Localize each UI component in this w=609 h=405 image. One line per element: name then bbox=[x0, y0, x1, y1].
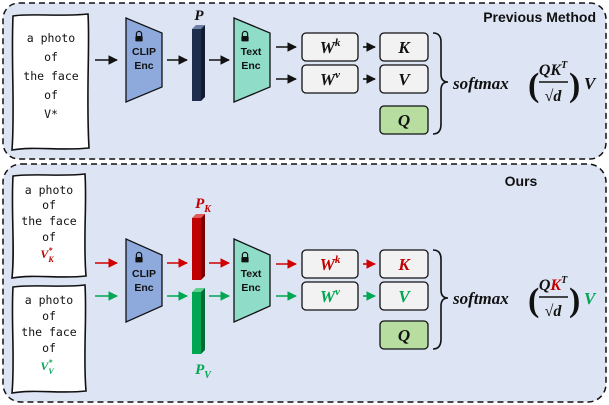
panel-ours: Ours a photo of the face of V*K a photo … bbox=[2, 163, 607, 403]
svg-text:Wk: Wk bbox=[320, 37, 341, 57]
brace bbox=[432, 249, 449, 350]
formula-numerator: QKT bbox=[539, 275, 568, 294]
text-enc-label: Text bbox=[241, 46, 262, 58]
formula-paren-right: ) bbox=[569, 282, 580, 319]
pk-label: PK bbox=[195, 196, 212, 215]
k-box-previous: K bbox=[379, 32, 429, 62]
prompt-note-previous: a photo of the face of V* bbox=[11, 13, 90, 151]
prompt-line: of bbox=[42, 309, 56, 323]
svg-text:Q: Q bbox=[398, 111, 410, 130]
prompt-token-v: V*V bbox=[40, 358, 54, 376]
v-box-previous: V bbox=[379, 64, 429, 94]
formula-paren-left: ( bbox=[528, 67, 539, 104]
prompt-note-ours-top: a photo of the face of V*K bbox=[11, 173, 87, 279]
clip-label: Enc bbox=[134, 282, 153, 294]
prompt-line: a photo bbox=[25, 183, 74, 197]
formula-mult: V bbox=[584, 74, 597, 93]
prompt-line: a photo bbox=[25, 293, 74, 307]
wv-box-ours: Wv bbox=[301, 281, 359, 311]
formula-paren-left: ( bbox=[528, 282, 539, 319]
formula-ours: softmax ( QKT √d ) V bbox=[452, 275, 597, 320]
pk-token-bar: PK bbox=[192, 196, 212, 280]
prompt-line: the face bbox=[23, 69, 78, 83]
prompt-token-k: V*K bbox=[40, 246, 54, 264]
prompt-line: of bbox=[44, 88, 58, 102]
svg-text:Q: Q bbox=[398, 326, 410, 345]
panel-title-ours: Ours bbox=[505, 173, 538, 189]
k-box-ours: K bbox=[379, 249, 429, 279]
clip-encoder-previous: CLIP Enc bbox=[125, 17, 163, 103]
wk-box-previous: Wk bbox=[301, 32, 359, 62]
formula-func: softmax bbox=[452, 74, 509, 93]
svg-text:V: V bbox=[398, 70, 411, 89]
panel-previous-method: Previous Method a photo of the face of V… bbox=[2, 2, 607, 160]
prompt-note-ours-bottom: a photo of the face of V*V bbox=[11, 284, 87, 394]
pv-token-bar: PV bbox=[192, 288, 212, 381]
svg-text:Wk: Wk bbox=[320, 254, 341, 274]
p-label: P bbox=[194, 8, 204, 24]
formula-denominator: √d bbox=[545, 88, 563, 105]
prompt-line: the face bbox=[21, 325, 76, 339]
q-box-previous: Q bbox=[379, 105, 429, 135]
svg-text:Wv: Wv bbox=[320, 69, 340, 89]
svg-text:K: K bbox=[397, 38, 411, 57]
svg-text:V: V bbox=[398, 287, 411, 306]
p-token-bar: P bbox=[192, 8, 205, 101]
formula-mult: V bbox=[584, 289, 597, 308]
pv-label: PV bbox=[195, 362, 212, 381]
text-enc-label: Enc bbox=[241, 60, 260, 72]
prompt-line: of bbox=[44, 50, 58, 64]
svg-text:Wv: Wv bbox=[320, 286, 340, 306]
formula-denominator: √d bbox=[545, 303, 563, 320]
formula-previous: softmax ( QKT √d ) V bbox=[452, 60, 597, 105]
clip-encoder-ours: CLIP Enc bbox=[125, 237, 163, 324]
formula-numerator: QKT bbox=[539, 60, 568, 79]
clip-label: Enc bbox=[134, 60, 153, 72]
text-enc-label: Enc bbox=[241, 282, 260, 294]
text-encoder-previous: Text Enc bbox=[233, 17, 271, 103]
prompt-token: V* bbox=[44, 107, 58, 121]
panel-title-previous: Previous Method bbox=[483, 9, 596, 25]
clip-label: CLIP bbox=[132, 268, 156, 280]
svg-text:K: K bbox=[397, 255, 411, 274]
formula-paren-right: ) bbox=[569, 67, 580, 104]
prompt-line: a photo bbox=[27, 31, 76, 45]
formula-func: softmax bbox=[452, 289, 509, 308]
prompt-line: of bbox=[42, 198, 56, 212]
brace bbox=[432, 32, 449, 135]
prompt-line: of bbox=[42, 341, 56, 355]
text-encoder-ours: Text Enc bbox=[233, 237, 271, 324]
wv-box-previous: Wv bbox=[301, 64, 359, 94]
prompt-line: the face bbox=[21, 214, 76, 228]
prompt-line: of bbox=[42, 230, 56, 244]
text-enc-label: Text bbox=[241, 268, 262, 280]
q-box-ours: Q bbox=[379, 320, 429, 350]
clip-label: CLIP bbox=[132, 46, 156, 58]
wk-box-ours: Wk bbox=[301, 249, 359, 279]
v-box-ours: V bbox=[379, 281, 429, 311]
